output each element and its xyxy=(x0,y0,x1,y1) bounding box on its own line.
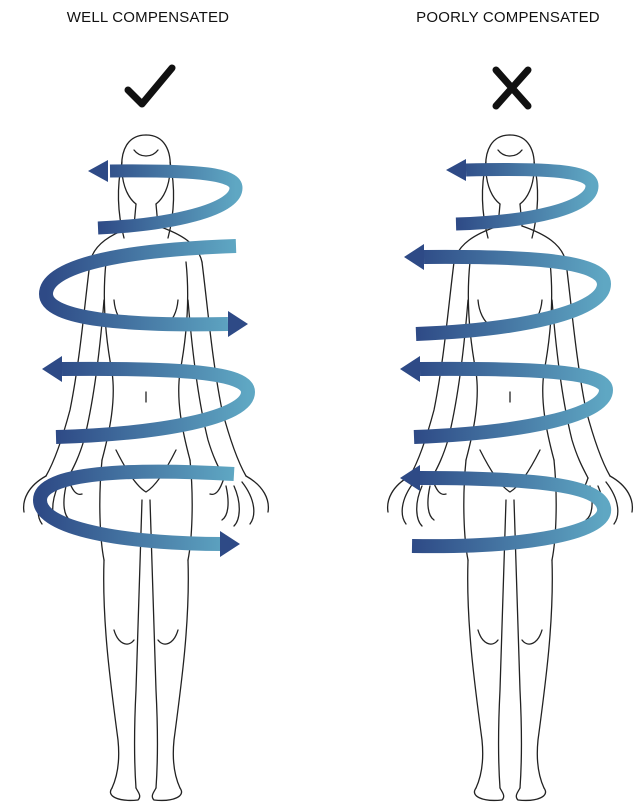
spiral-arrowhead-r1 xyxy=(446,159,466,181)
spiral-arrowhead-1 xyxy=(88,160,108,182)
spiral-right xyxy=(400,159,606,546)
spiral-band-r3 xyxy=(414,369,606,437)
spiral-band-r1 xyxy=(456,170,592,224)
spiral-arrowhead-r2 xyxy=(404,244,424,270)
spiral-arrowhead-3 xyxy=(42,356,62,382)
poorly-compensated-figure xyxy=(388,135,633,800)
spiral-arrowhead-2 xyxy=(228,311,248,337)
spiral-arrowhead-4 xyxy=(220,531,240,557)
spiral-left xyxy=(40,160,248,557)
spiral-band-4 xyxy=(40,472,234,544)
body-outline-right xyxy=(388,135,633,800)
well-compensated-figure xyxy=(24,135,269,800)
spiral-band-r2 xyxy=(416,257,604,334)
spiral-arrowhead-r3 xyxy=(400,356,420,382)
spiral-band-r4 xyxy=(412,478,604,546)
spiral-band-3 xyxy=(56,369,248,437)
